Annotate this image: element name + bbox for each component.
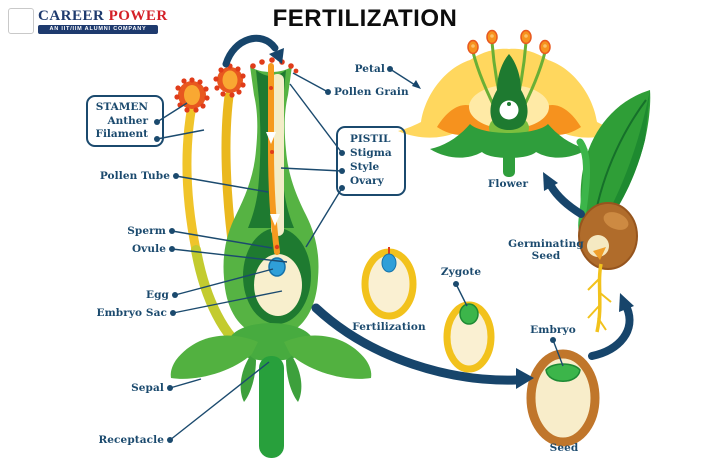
fertilization-ovule [361,247,417,320]
brand-career: CAREER [38,8,105,24]
pistil-label-box: PISTIL Stigma Style Ovary [336,126,406,196]
flower-anthers [467,29,551,55]
flower-ovule [499,100,519,120]
anther-to-stigma-arrow [222,34,279,68]
stem [259,356,284,458]
germinating-seed-label: Germinating Seed [508,238,584,262]
zygote-ovule [443,301,495,373]
seed-to-germinating-arrow [588,304,634,360]
seed-label: Seed [549,442,579,454]
ovary-label: Ovary [350,175,384,187]
seedling-roots [587,263,612,333]
stigma-label: Stigma [350,147,392,159]
leader-lines [156,68,564,441]
flower-illustration [398,29,620,177]
page-title: FERTILIZATION [272,5,458,32]
ovule-label: Ovule [131,243,166,255]
filament-left [182,101,201,255]
brand-power: POWER [108,8,168,24]
stamen-label: STAMEN [95,101,148,113]
logo-mark [8,8,34,34]
anther-label: Anther [107,115,148,127]
flower-sepals [430,124,588,158]
brand-logo: CAREER POWER AN IIT/IIM ALUMNI COMPANY [8,8,168,34]
sperm-entering-egg [381,253,397,273]
ovary-to-seed-arrow [311,303,521,385]
anther-right [213,63,246,98]
sepal-label: Sepal [131,382,164,394]
pistil-label: PISTIL [350,133,391,145]
germinating-to-flower-arrow [547,182,585,218]
flower-cross-section [170,57,372,458]
pollen-grain-label: Pollen Grain [334,86,409,98]
flower-stem [503,150,515,177]
embryo-sac-label: Embryo Sac [96,307,167,319]
pollen-tube-label: Pollen Tube [99,170,170,182]
brand-tagline: AN IIT/IIM ALUMNI COMPANY [38,25,158,34]
petal-label: Petal [354,63,385,75]
sepal-right [284,335,372,379]
brand-name: CAREER POWER [38,8,168,24]
egg-cell [268,257,286,277]
sperm-label: Sperm [127,225,166,237]
seed-illustration [526,349,600,447]
style-label: Style [350,161,380,173]
leader-dots [154,66,556,443]
stamen-label-box: STAMEN Anther Filament [86,95,164,147]
fertilization-label: Fertilization [352,321,426,333]
sepal-left [170,335,258,379]
receptacle-label: Receptacle [98,434,164,446]
zygote-cell [459,303,479,325]
germinating-seed-illustration [576,90,651,333]
zygote-label: Zygote [440,266,482,278]
egg-label: Egg [146,289,169,301]
sperm-cell [274,244,280,250]
embryo-sac-shape [254,254,302,316]
filament-label: Filament [95,128,148,140]
anther-left [174,77,210,113]
cycle-arrows [222,34,634,385]
embryo-shape [545,363,581,382]
flower-label: Flower [487,178,529,190]
embryo-label: Embryo [530,324,576,336]
arrowheads [269,48,634,389]
